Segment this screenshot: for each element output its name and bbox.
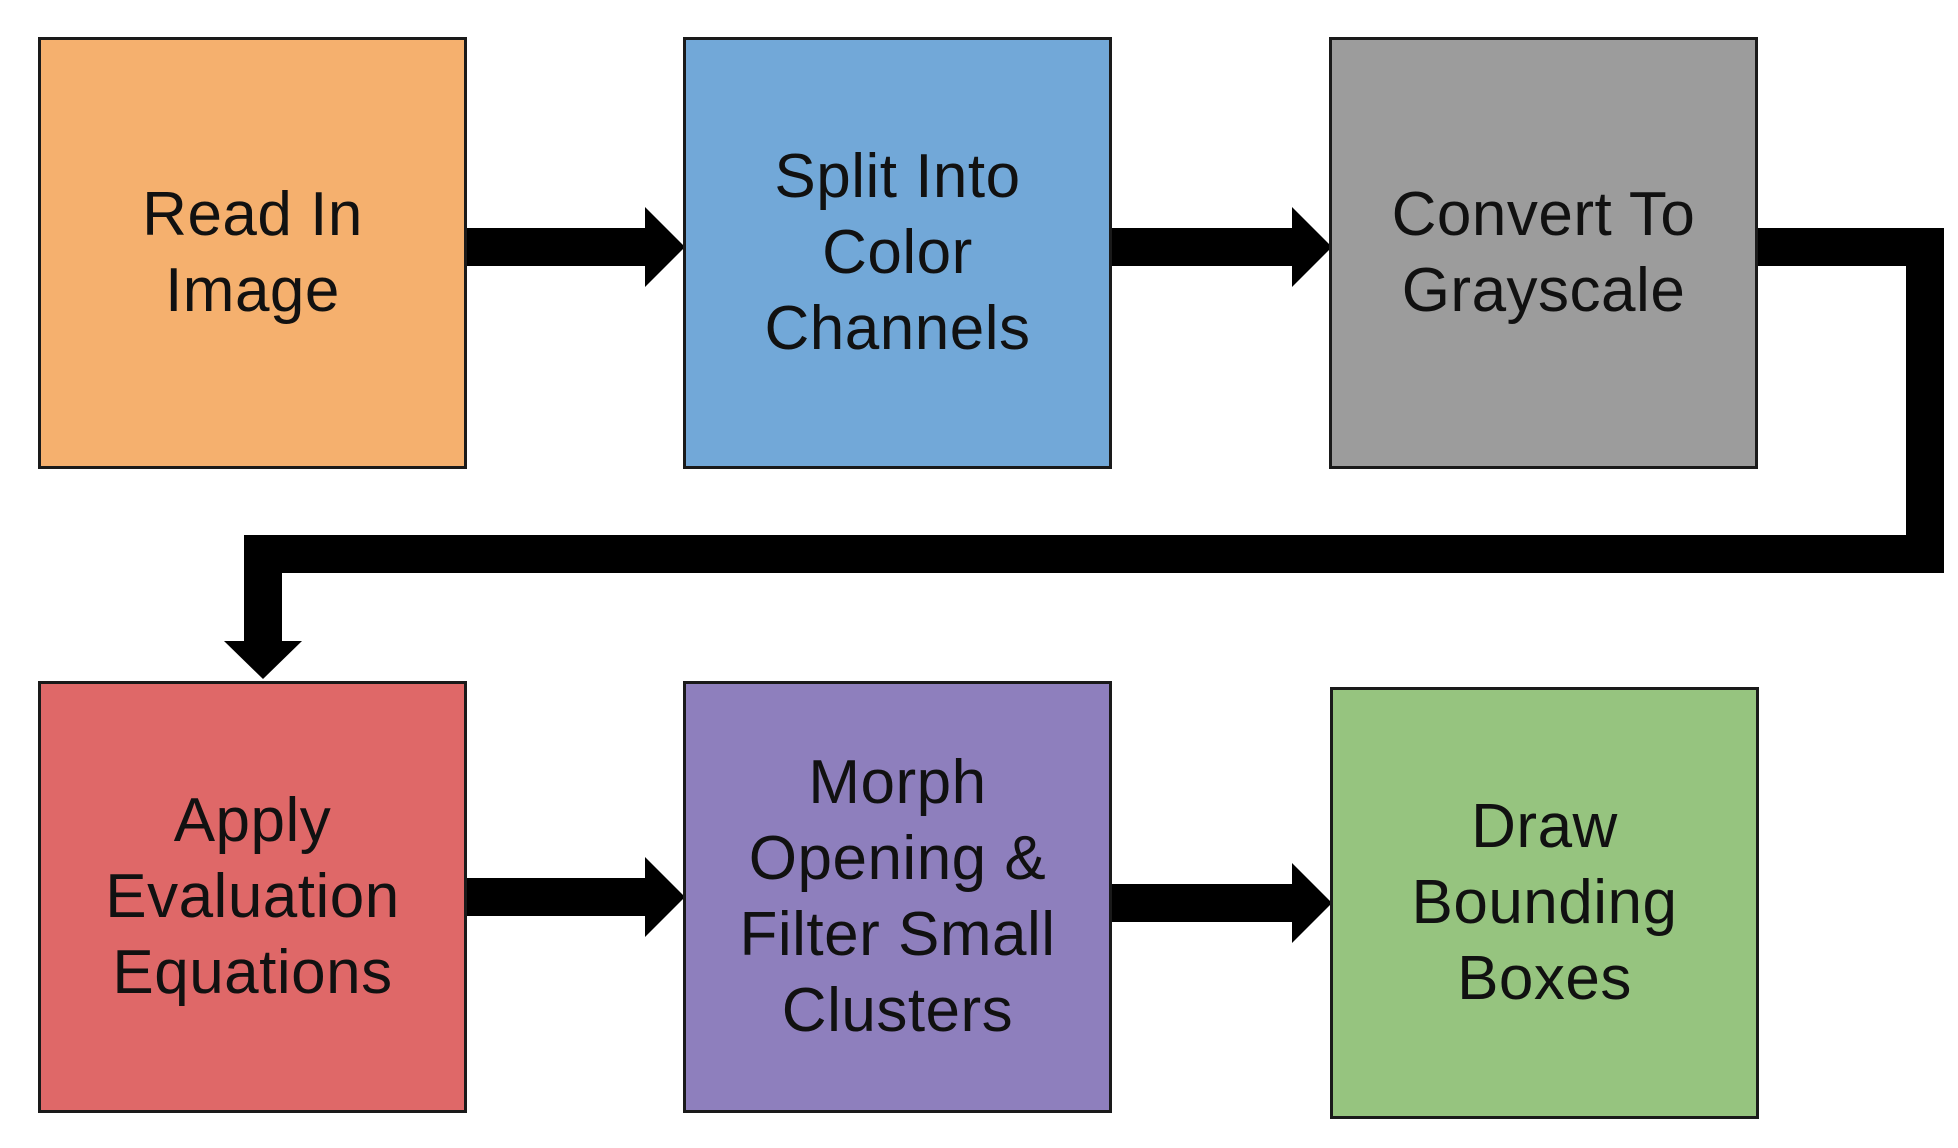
arrow-split-to-convert — [1112, 207, 1332, 287]
step-convert-grayscale-label: Convert To Grayscale — [1391, 180, 1696, 325]
step-read-in-image-label: Read In Image — [142, 180, 363, 325]
step-read-in-image: Read In Image — [38, 37, 467, 469]
arrow-morph-to-draw — [1112, 863, 1332, 943]
step-apply-evaluation-equations: Apply Evaluation Equations — [38, 681, 467, 1113]
arrow-convert-to-apply — [224, 228, 1944, 679]
step-draw-bounding-boxes-label: Draw Bounding Boxes — [1411, 792, 1678, 1013]
step-split-color-channels-label: Split Into Color Channels — [764, 142, 1031, 363]
arrow-read-to-split — [467, 207, 685, 287]
step-morph-opening-filter-label: Morph Opening & Filter Small Clusters — [739, 748, 1056, 1045]
arrow-apply-to-morph — [467, 857, 685, 937]
step-draw-bounding-boxes: Draw Bounding Boxes — [1330, 687, 1759, 1119]
step-apply-evaluation-equations-label: Apply Evaluation Equations — [105, 786, 400, 1007]
step-morph-opening-filter: Morph Opening & Filter Small Clusters — [683, 681, 1112, 1113]
step-split-color-channels: Split Into Color Channels — [683, 37, 1112, 469]
step-convert-grayscale: Convert To Grayscale — [1329, 37, 1758, 469]
